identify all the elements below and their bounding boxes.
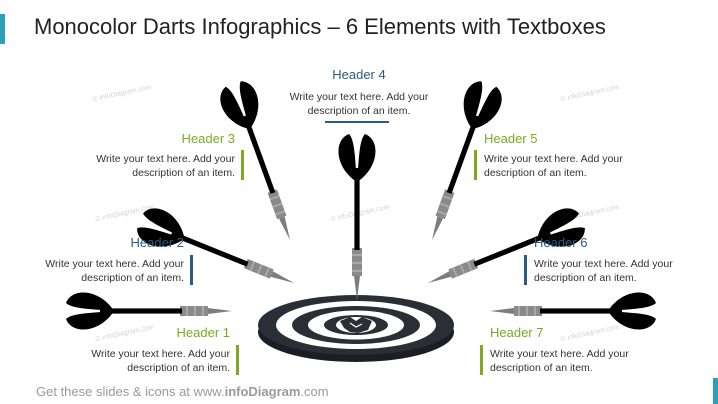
header-4-underline	[325, 121, 389, 123]
description-2: Write your text here. Add your descripti…	[45, 258, 184, 284]
dart-1	[66, 292, 232, 330]
right-accent-tab	[713, 378, 718, 404]
header-4: Header 4	[332, 67, 386, 82]
header-3-bar	[241, 150, 244, 180]
description-3: Write your text here. Add your descripti…	[96, 153, 235, 179]
header-6-bar	[524, 255, 527, 285]
footer-credit: Get these slides & icons at www.infoDiag…	[36, 384, 329, 399]
dart-2	[133, 203, 301, 301]
header-2-bar	[190, 255, 193, 285]
header-5-bar	[474, 150, 477, 180]
header-7: Header 7	[490, 325, 544, 340]
header-1-bar	[236, 345, 239, 375]
header-3: Header 3	[181, 131, 235, 146]
footer-brand: infoDiagram	[224, 384, 301, 399]
description-6: Write your text here. Add your descripti…	[534, 258, 673, 284]
description-7: Write your text here. Add your descripti…	[490, 348, 629, 374]
header-2: Header 2	[130, 235, 184, 250]
description-1: Write your text here. Add your descripti…	[91, 348, 230, 374]
description-5: Write your text here. Add your descripti…	[484, 153, 623, 179]
header-6: Header 6	[534, 235, 588, 250]
header-7-bar	[480, 345, 483, 375]
handshake-icon	[340, 317, 372, 333]
left-accent-tab	[0, 14, 5, 44]
slide-title: Monocolor Darts Infographics – 6 Element…	[34, 14, 606, 39]
footer-prefix: Get these slides & icons at www.	[36, 384, 225, 399]
dart-6	[421, 203, 589, 301]
dart-7	[490, 292, 656, 330]
header-5: Header 5	[484, 131, 538, 146]
header-1: Header 1	[176, 325, 230, 340]
description-4: Write your text here. Add your descripti…	[289, 91, 429, 117]
dart-4	[338, 134, 376, 300]
footer-suffix: .com	[300, 384, 329, 399]
